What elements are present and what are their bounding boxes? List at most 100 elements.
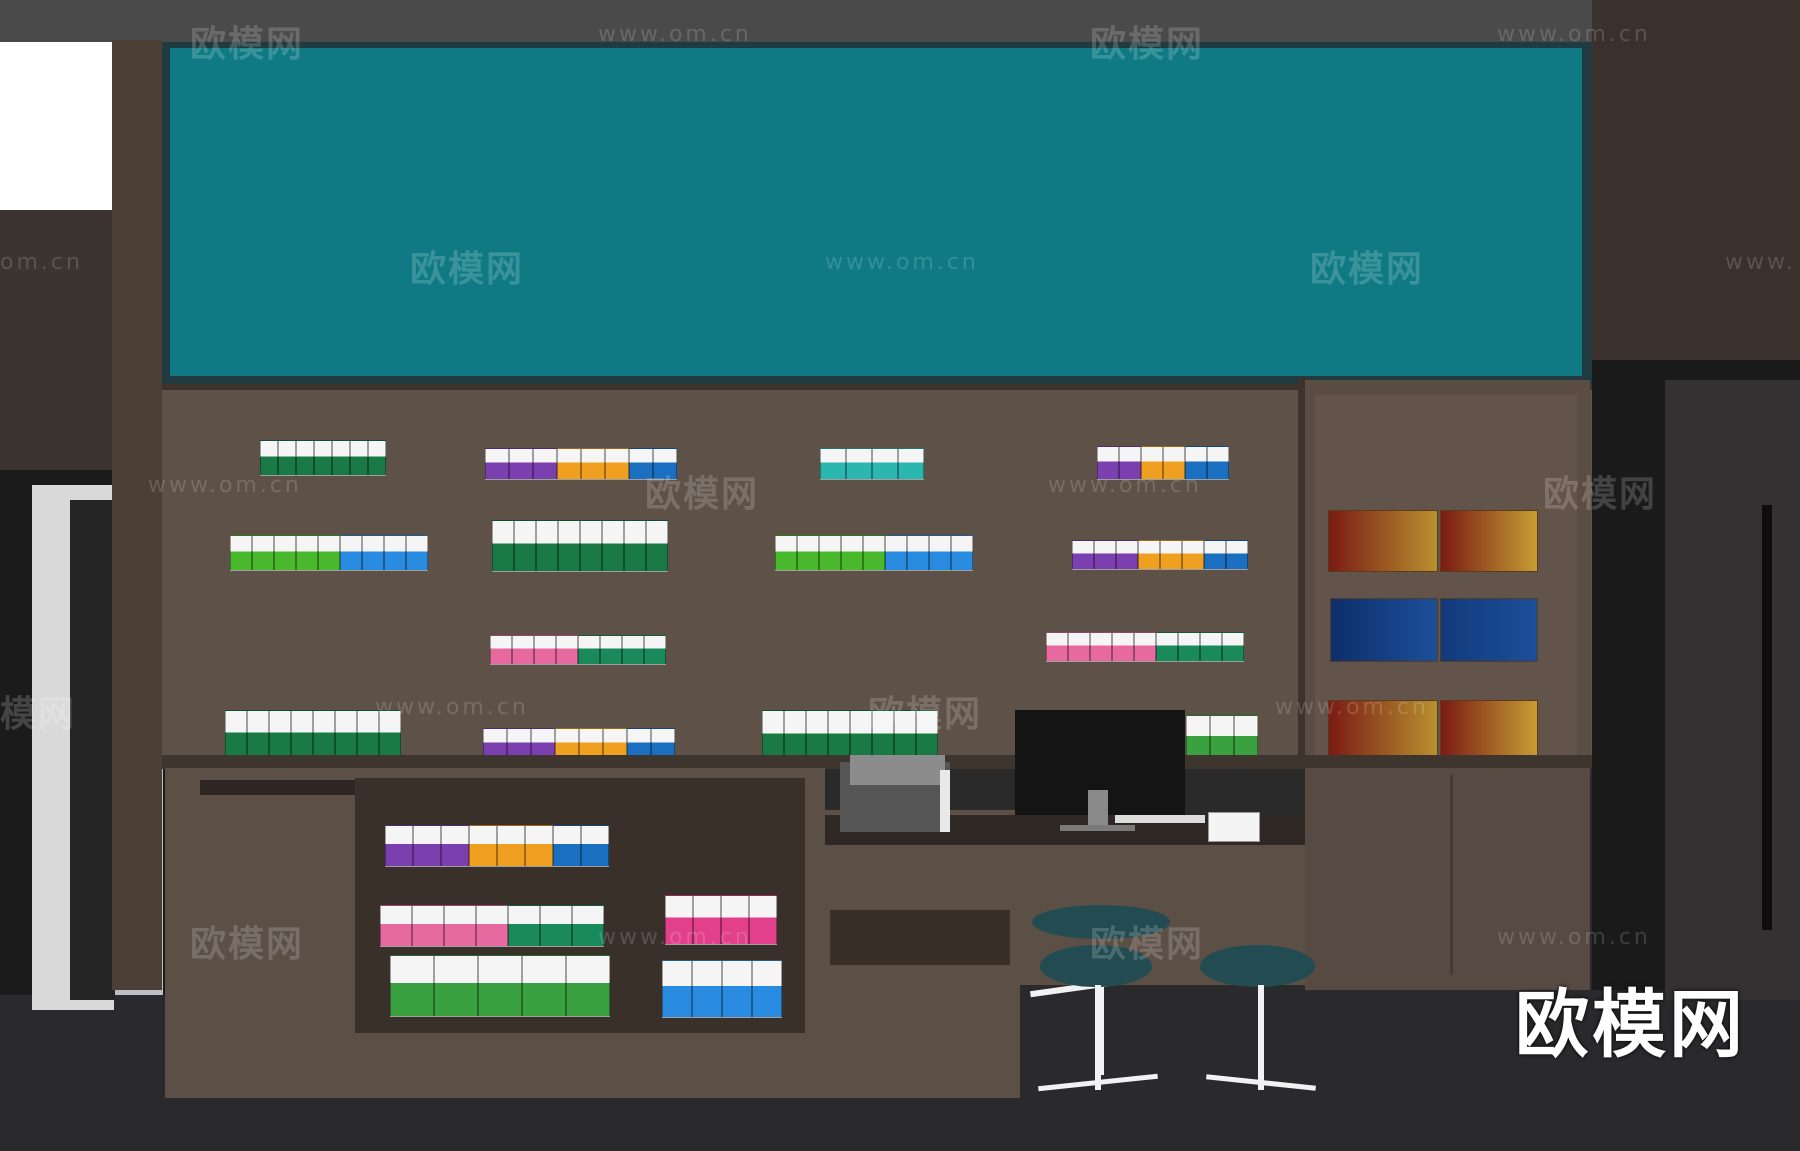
medicine-box (775, 535, 797, 571)
medicine-box (508, 905, 540, 947)
medicine-box (1097, 446, 1119, 480)
medicine-box (692, 960, 722, 1018)
medicine-box (534, 635, 556, 665)
medicine-box (1207, 446, 1229, 480)
left-pillar (112, 40, 162, 990)
medicine-box (313, 710, 335, 760)
counter-ledge (200, 780, 355, 795)
watermark-url: www.om.cn (1048, 473, 1202, 498)
medicine-box (1160, 540, 1182, 570)
medicine-box (380, 905, 412, 947)
medicine-box (722, 960, 752, 1018)
watermark-brand: 模网 (0, 694, 77, 735)
counter-drawer-slot (830, 910, 1010, 965)
watermark-url: www.om.cn (375, 695, 529, 720)
medicine-box (624, 520, 646, 572)
watermark-url: www.om.cn (598, 22, 752, 47)
medicine-box (412, 905, 444, 947)
medicine-box (247, 710, 269, 760)
medicine-box (291, 710, 313, 760)
medicine-box (274, 535, 296, 571)
medicine-box (278, 440, 296, 476)
gift-box (1328, 700, 1438, 762)
medicine-box (558, 520, 580, 572)
medicine-box (362, 535, 384, 571)
medicine-box (531, 728, 555, 760)
keyboard (1115, 815, 1205, 823)
gift-box (1330, 598, 1438, 662)
medicine-box (1072, 540, 1094, 570)
medicine-box (225, 710, 247, 760)
right-door-handle (1762, 505, 1772, 930)
medicine-box (478, 955, 522, 1017)
medicine-box (553, 825, 581, 867)
display-board (170, 48, 1582, 376)
medicine-box (651, 728, 675, 760)
medicine-box (1119, 446, 1141, 480)
monitor-stand (1088, 790, 1108, 830)
medicine-box (483, 728, 507, 760)
medicine-box (434, 955, 478, 1017)
medicine-box (406, 535, 428, 571)
medicine-box (653, 448, 677, 480)
medicine-box (602, 520, 624, 572)
medicine-box (646, 520, 668, 572)
watermark-brand: 欧模网 (645, 474, 760, 515)
medicine-box (296, 535, 318, 571)
medicine-box (1090, 632, 1112, 662)
medicine-box (413, 825, 441, 867)
stool-seat (1200, 945, 1315, 987)
watermark-brand: 欧模网 (190, 924, 305, 965)
medicine-box (872, 448, 898, 480)
medicine-box (555, 728, 579, 760)
medicine-box (820, 448, 846, 480)
medicine-box (525, 825, 553, 867)
left-wall-upper (0, 210, 112, 485)
medicine-box (540, 905, 572, 947)
medicine-box (252, 535, 274, 571)
medicine-box (605, 448, 629, 480)
medicine-box (581, 825, 609, 867)
medicine-box (441, 825, 469, 867)
medicine-box (533, 448, 557, 480)
stool-seat (1040, 945, 1152, 987)
medicine-box (721, 895, 749, 945)
medicine-box (797, 535, 819, 571)
medicine-box (951, 535, 973, 571)
watermark-brand: 欧模网 (190, 24, 305, 65)
medicine-box (600, 635, 622, 665)
medicine-box (644, 635, 666, 665)
medicine-box (335, 710, 357, 760)
watermark-brand: 欧模网 (1090, 24, 1205, 65)
medicine-box (1226, 540, 1248, 570)
name-card (1208, 812, 1260, 842)
medicine-box (1094, 540, 1116, 570)
medicine-box (578, 635, 600, 665)
medicine-box (1200, 632, 1222, 662)
medicine-box (581, 448, 605, 480)
medicine-box (385, 825, 413, 867)
medicine-box (1210, 715, 1234, 761)
medicine-box (340, 535, 362, 571)
medicine-box (514, 520, 536, 572)
medicine-box (566, 955, 610, 1017)
medicine-box (572, 905, 604, 947)
medicine-box (629, 448, 653, 480)
medicine-box (296, 440, 314, 476)
watermark-url: www.om.cn (148, 473, 302, 498)
medicine-box (512, 635, 534, 665)
medicine-box (522, 955, 566, 1017)
watermark-url: www.om.cn (1497, 925, 1651, 950)
medicine-box (907, 535, 929, 571)
stool-post (1098, 985, 1104, 1075)
monitor-base (1060, 825, 1135, 831)
medicine-box (469, 825, 497, 867)
watermark-brand: 欧模网 (1090, 924, 1205, 965)
medicine-box (390, 955, 434, 1017)
right-door-panel (1665, 380, 1800, 1000)
left-door (70, 500, 115, 1000)
watermark-url: www. (1725, 250, 1796, 275)
right-upper-cabinet (1592, 0, 1800, 370)
medicine-box (1141, 446, 1163, 480)
medicine-box (693, 895, 721, 945)
